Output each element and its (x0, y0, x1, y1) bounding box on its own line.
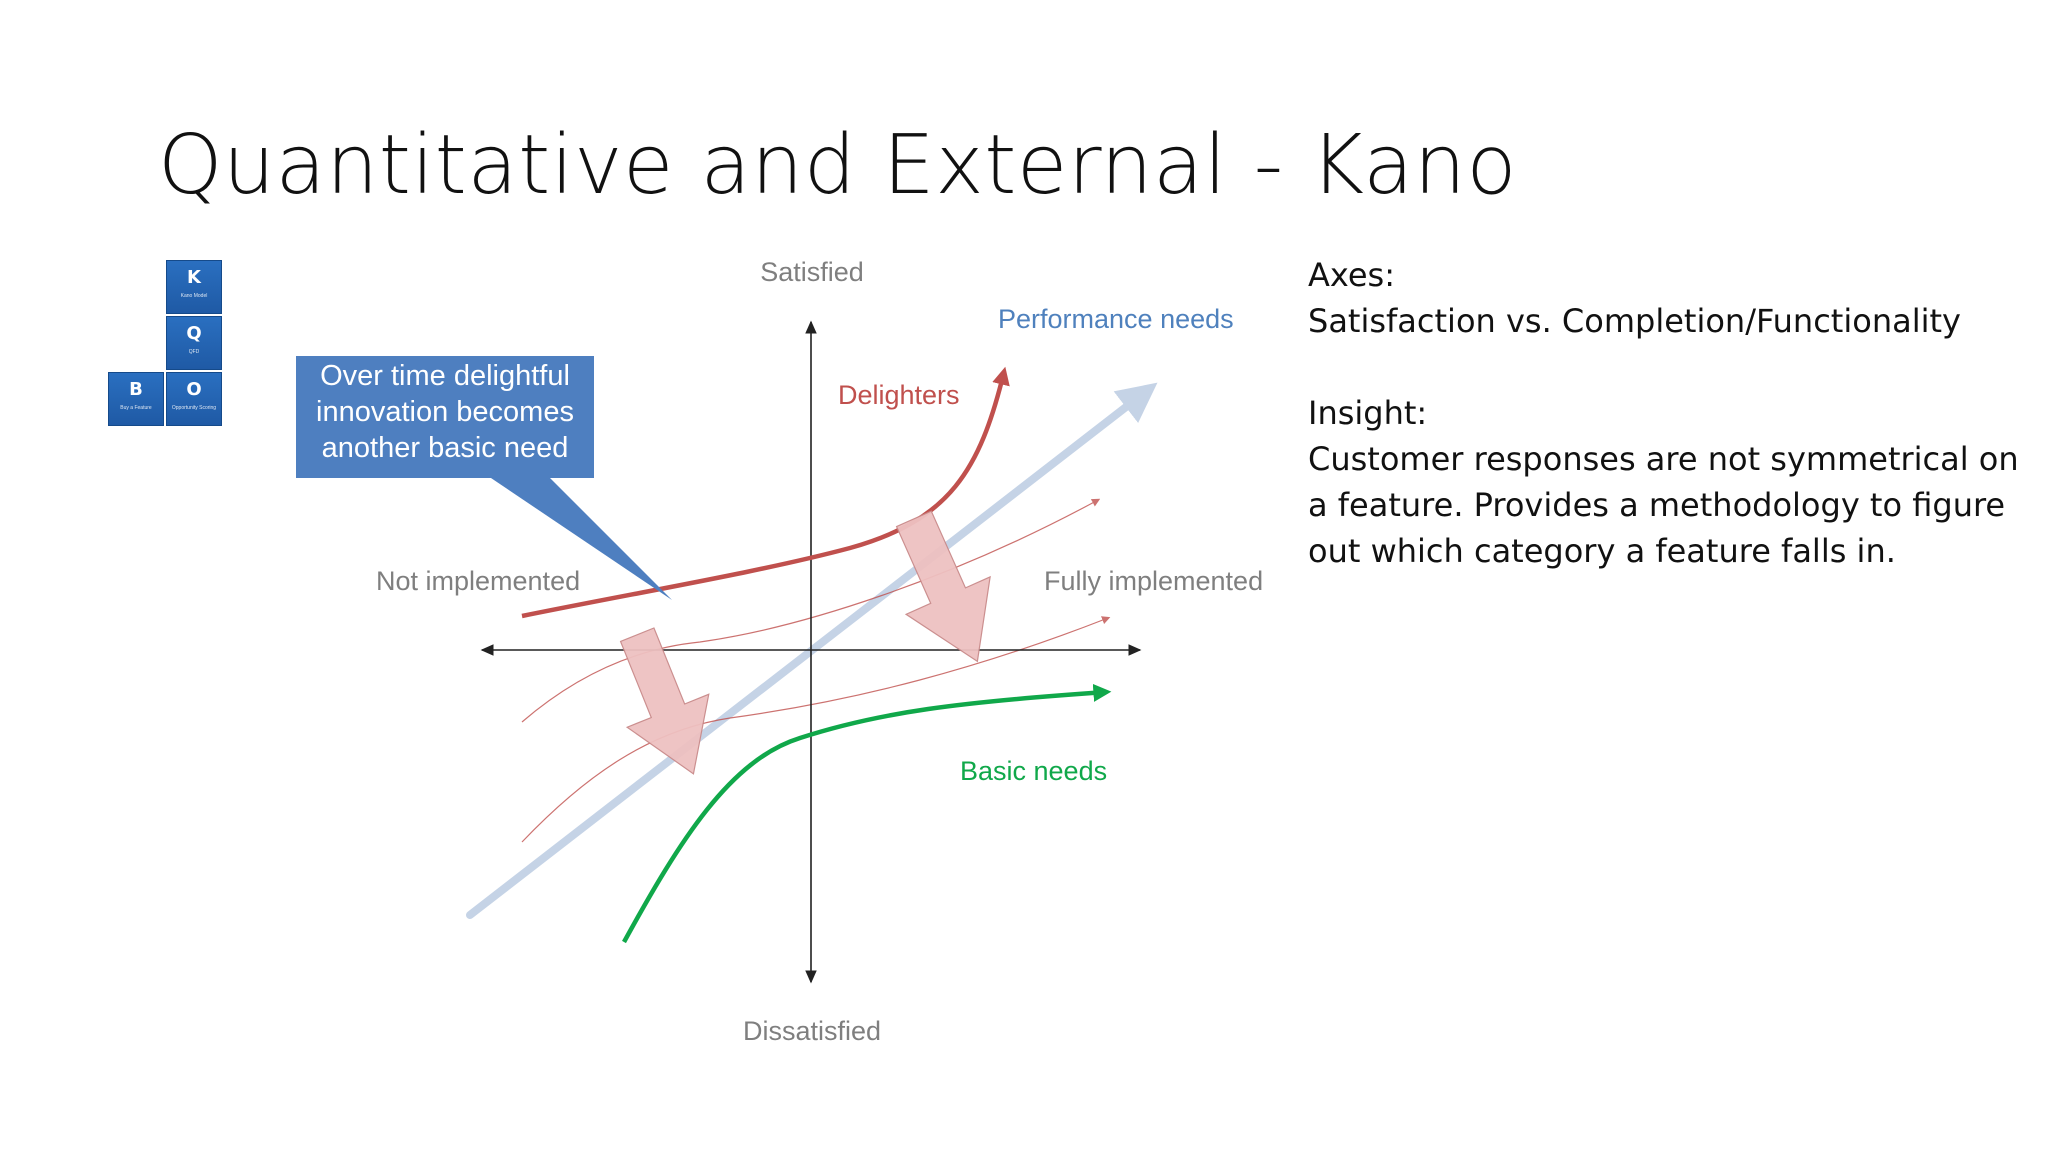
axis-label-fully-implemented: Fully implemented (1044, 566, 1263, 596)
label-basic-needs: Basic needs (960, 756, 1107, 786)
transition-curve (521, 498, 1101, 723)
insight-line: a feature. Provides a methodology to fig… (1308, 486, 2006, 524)
label-performance-needs: Performance needs (998, 304, 1234, 334)
insight-line: out which category a feature falls in. (1308, 532, 1896, 570)
axes-description: Satisfaction vs. Completion/Functionalit… (1308, 302, 1961, 340)
logo-tile-caption: Opportunity Scoring (171, 405, 217, 411)
callout-line: innovation becomes (316, 396, 574, 428)
logo-tile-letter: K (187, 267, 201, 288)
logo-tile-b: B Buy a Feature (108, 372, 164, 426)
logo-tile-caption: Buy a Feature (120, 405, 152, 411)
logo-tile-caption: QFD (188, 349, 200, 355)
logo-tile-letter: Q (186, 323, 202, 344)
logo-tile-o: O Opportunity Scoring (166, 372, 222, 426)
basic-needs-curve (622, 683, 1112, 944)
label-delighters: Delighters (838, 380, 960, 410)
callout-line: another basic need (321, 432, 569, 464)
logo-tile-k: K Kano Model (166, 260, 222, 314)
logo-tile-letter: O (186, 379, 202, 400)
logo-tile-caption: Kano Model (180, 293, 208, 299)
transition-curve (521, 616, 1111, 843)
shift-arrow-left (619, 627, 710, 775)
axis-label-dissatisfied: Dissatisfied (743, 1016, 881, 1046)
axes-heading: Axes: (1308, 256, 1395, 294)
notes-panel: Axes: Satisfaction vs. Completion/Functi… (1308, 252, 2028, 574)
insight-line: Customer responses are not symmetrical o… (1308, 440, 2019, 478)
shift-arrow-right (895, 510, 991, 663)
callout-line: Over time delightful (320, 360, 570, 392)
kqbo-logo: K Kano Model Q QFD B Buy a Feature O Opp… (106, 258, 226, 434)
delighters-curve (521, 366, 1010, 619)
axis-label-not-implemented: Not implemented (376, 566, 580, 596)
insight-heading: Insight: (1308, 394, 1428, 432)
logo-tile-q: Q QFD (166, 316, 222, 370)
axis-label-satisfied: Satisfied (760, 257, 864, 287)
logo-tile-letter: B (129, 379, 143, 400)
slide-title: Quantitative and External - Kano (158, 118, 1518, 213)
callout-box (296, 356, 672, 600)
callout-text: Over time delightful innovation becomes … (296, 358, 594, 466)
